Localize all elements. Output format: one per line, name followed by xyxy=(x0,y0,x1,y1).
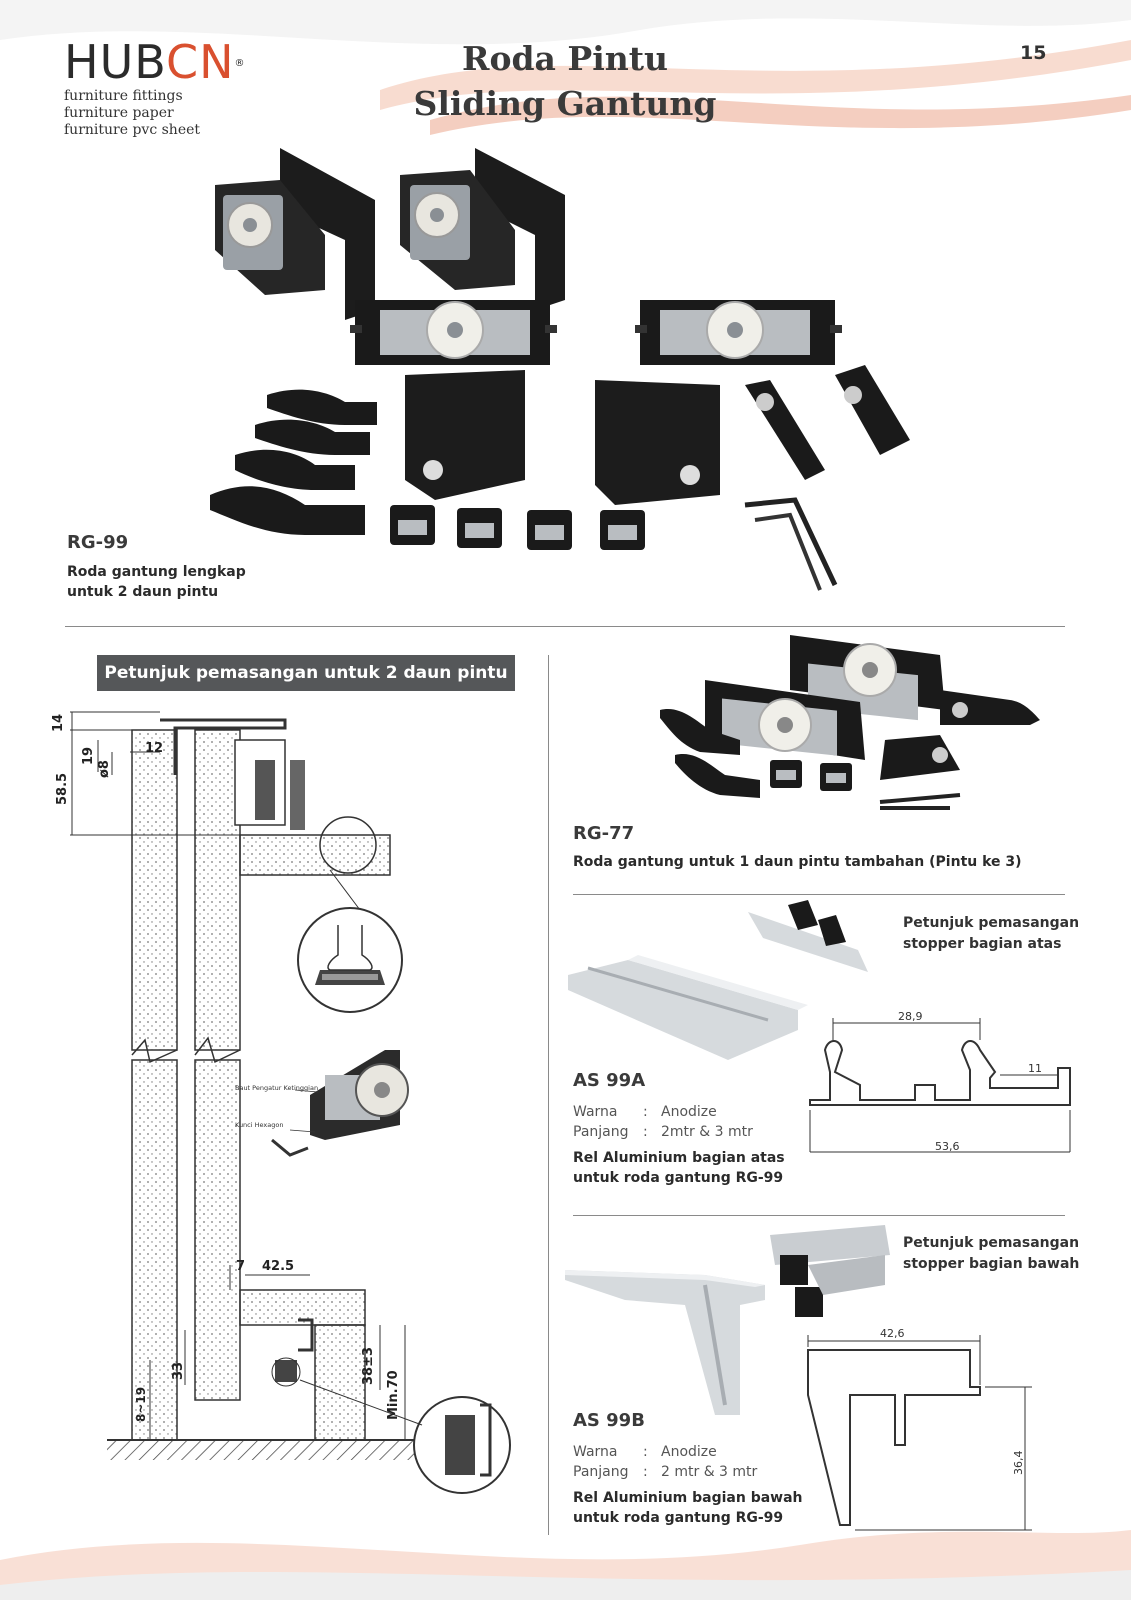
callout-height-bolt-label: Baut Pengatur Ketinggian xyxy=(235,1084,318,1092)
callout-hex-key-label: Kunci Hexagon xyxy=(235,1121,283,1129)
tagline-fittings: furniture fittings xyxy=(64,88,183,104)
divider-as99a xyxy=(573,1215,1065,1216)
logo-accent: CN xyxy=(166,35,235,89)
installation-banner: Petunjuk pemasangan untuk 2 daun pintu xyxy=(97,655,515,691)
dim-8-19: 8~19 xyxy=(134,1387,148,1422)
dim-58-5: 58.5 xyxy=(55,773,70,805)
installation-drawing: Baut Pengatur Ketinggian Kunci Hexagon 1… xyxy=(51,711,511,1494)
as99a-spec: Warna: Anodize Panjang:2mtr & 3 mtr xyxy=(573,1102,753,1142)
door-panel-front-upper xyxy=(194,729,241,1051)
floor-base-block xyxy=(314,1324,366,1441)
dim-42-5: 42.5 xyxy=(262,1259,294,1274)
as99a-length-colon: : xyxy=(643,1124,648,1140)
as99b-profile-drawing: 42,6 36,4 xyxy=(807,1327,1032,1531)
as99a-rail-photo xyxy=(568,900,868,1060)
rg99-desc-line2: untuk 2 daun pintu xyxy=(67,584,219,600)
dim-38-3: 38±3 xyxy=(361,1347,376,1385)
dim-7: 7 xyxy=(236,1259,245,1274)
as99b-stopper-note: Petunjuk pemasangan stopper bagian bawah xyxy=(903,1233,1079,1275)
section-divider xyxy=(65,626,1065,627)
tagline-paper: furniture paper xyxy=(64,105,174,121)
as99b-dim-width: 42,6 xyxy=(880,1327,905,1340)
bracket-upper-left xyxy=(215,148,375,320)
as99a-stopper-note-line2: stopper bagian atas xyxy=(903,936,1062,952)
rg77-code: RG-77 xyxy=(573,823,635,844)
as99a-stopper-note: Petunjuk pemasangan stopper bagian atas xyxy=(903,913,1079,955)
as99a-dim-width: 28,9 xyxy=(898,1010,923,1023)
as99b-color-colon: : xyxy=(643,1444,648,1460)
carriage-right xyxy=(635,300,842,365)
stopper-set xyxy=(210,389,377,535)
divider-rg77 xyxy=(573,894,1065,895)
column-divider xyxy=(548,655,549,1535)
as99a-color-value: Anodize xyxy=(661,1104,717,1120)
as99a-dim-small: 11 xyxy=(1028,1062,1042,1075)
as99b-length-value: 2 mtr & 3 mtr xyxy=(661,1464,758,1480)
as99b-rail-photo xyxy=(565,1225,890,1415)
floor-board xyxy=(239,1289,366,1326)
dim-min-70: Min.70 xyxy=(386,1370,401,1420)
dim-33: 33 xyxy=(171,1362,186,1380)
logo-prefix: HUB xyxy=(64,35,167,89)
page-title: Roda Pintu Sliding Gantung xyxy=(400,36,730,126)
door-panel-back-upper xyxy=(131,729,178,1051)
huben-logo: HUBCN® xyxy=(64,36,264,88)
door-panel-back-lower xyxy=(131,1059,178,1441)
dim-12: 12 xyxy=(145,741,163,756)
as99a-length-key: Panjang xyxy=(573,1124,629,1140)
page-number: 15 xyxy=(1020,42,1047,64)
as99a-color-colon: : xyxy=(643,1104,648,1120)
detail-circle-bottom xyxy=(299,1379,511,1494)
registered-mark: ® xyxy=(234,58,246,69)
bracket-upper-right xyxy=(400,148,565,310)
tagline-pvc: furniture pvc sheet xyxy=(64,122,201,138)
small-guides xyxy=(390,505,645,550)
door-panel-front-lower xyxy=(194,1059,241,1401)
detail-circle-top xyxy=(297,907,403,1013)
dim-14: 14 xyxy=(51,714,66,732)
as99b-code: AS 99B xyxy=(573,1410,645,1431)
ceiling-panel xyxy=(239,834,391,876)
lower-guide-left xyxy=(405,370,525,500)
carriage-callout: Baut Pengatur Ketinggian Kunci Hexagon xyxy=(235,1050,409,1157)
dim-diameter-8: ø8 xyxy=(97,760,112,778)
hex-key-pair xyxy=(744,497,838,591)
lower-guide-right xyxy=(595,380,720,505)
as99a-color-key: Warna xyxy=(573,1104,618,1120)
as99b-color-value: Anodize xyxy=(661,1444,717,1460)
as99b-desc-line2: untuk roda gantung RG-99 xyxy=(573,1510,784,1526)
as99a-stopper-note-line1: Petunjuk pemasangan xyxy=(903,915,1080,931)
as99a-code: AS 99A xyxy=(573,1070,646,1091)
carriage-left xyxy=(350,300,557,365)
brand-block: HUBCN® furniture fittings furniture pape… xyxy=(64,36,264,139)
as99b-stopper-note-line1: Petunjuk pemasangan xyxy=(903,1235,1080,1251)
page-title-line2: Sliding Gantung xyxy=(413,84,717,123)
as99a-dim-total: 53,6 xyxy=(935,1140,960,1153)
as99b-stopper-note-line2: stopper bagian bawah xyxy=(903,1256,1080,1272)
as99b-length-colon: : xyxy=(643,1464,648,1480)
rg77-desc: Roda gantung untuk 1 daun pintu tambahan… xyxy=(573,854,1022,870)
as99b-dim-height: 36,4 xyxy=(1012,1451,1025,1476)
as99b-length-key: Panjang xyxy=(573,1464,629,1480)
as99a-desc-line2: untuk roda gantung RG-99 xyxy=(573,1170,784,1186)
as99b-color-key: Warna xyxy=(573,1444,618,1460)
rg99-code: RG-99 xyxy=(67,532,129,553)
dim-19: 19 xyxy=(81,747,96,765)
rg77-product-photo xyxy=(660,635,1040,810)
rg99-desc-line1: Roda gantung lengkap xyxy=(67,564,246,580)
as99a-profile-drawing: 28,9 11 53,6 xyxy=(809,1010,1071,1153)
page-title-line1: Roda Pintu xyxy=(462,39,668,78)
dimension-lines xyxy=(70,711,406,1440)
as99a-desc-line1: Rel Aluminium bagian atas xyxy=(573,1150,785,1166)
ground-hatch xyxy=(107,1440,477,1460)
as99a-length-value: 2mtr & 3 mtr xyxy=(661,1124,753,1140)
as99b-spec: Warna: Anodize Panjang:2 mtr & 3 mtr xyxy=(573,1442,757,1482)
as99b-desc-line1: Rel Aluminium bagian bawah xyxy=(573,1490,803,1506)
side-roller-pair xyxy=(745,365,910,480)
rg99-product-photo xyxy=(210,148,910,591)
